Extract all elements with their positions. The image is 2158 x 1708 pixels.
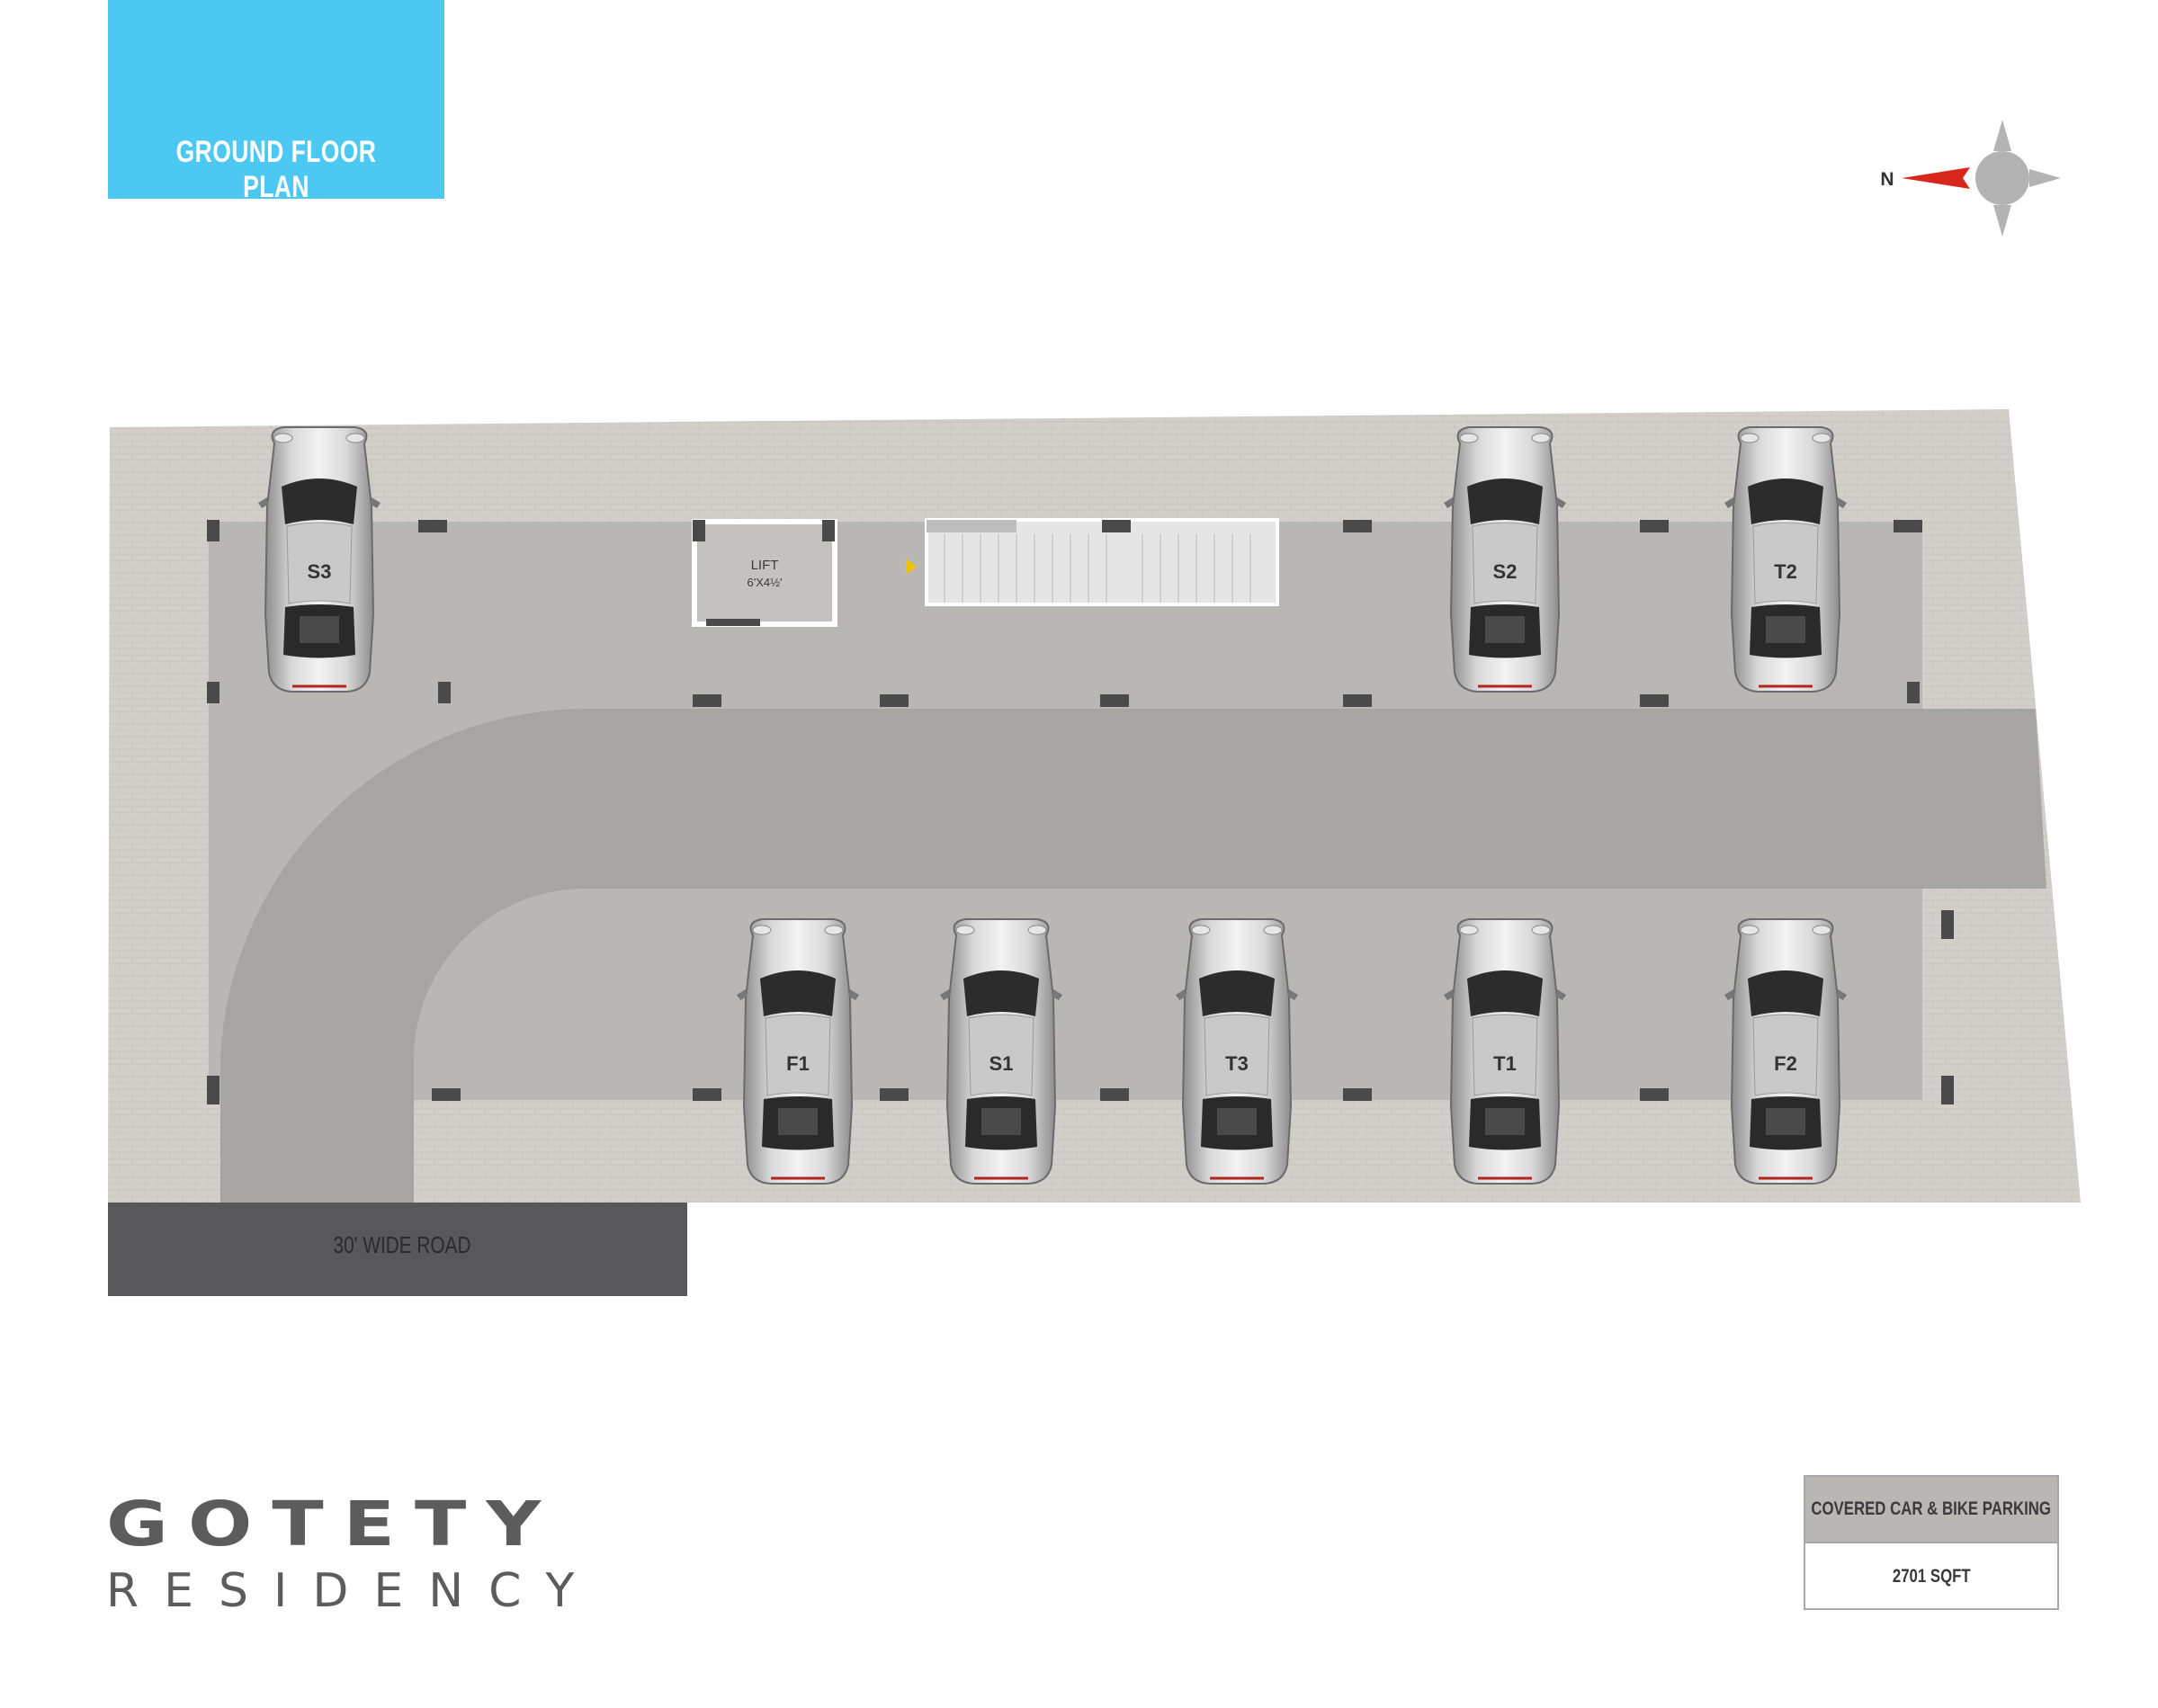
area-info-body: 2701 SQFT [1805, 1543, 2057, 1610]
parking-slot-label: F2 [1774, 1052, 1797, 1075]
compass-icon: N [1880, 120, 2061, 237]
north-label: N [1880, 169, 1894, 190]
parking-slot-label: S2 [1493, 560, 1518, 583]
parking-slot-label: T3 [1225, 1052, 1249, 1075]
parking-slot-label: T1 [1493, 1052, 1517, 1075]
area-info-heading: COVERED CAR & BIKE PARKING [1811, 1498, 2052, 1519]
parking-slot: T3 [1174, 917, 1300, 1185]
parking-slot: S3 [256, 425, 382, 693]
parking-slots: S3 S2 T2 F1 S1 T3 T1 F2 [256, 425, 1849, 1185]
parking-slot: T2 [1723, 425, 1849, 693]
parking-slot: T1 [1442, 917, 1568, 1185]
area-info-box: COVERED CAR & BIKE PARKING 2701 SQFT [1804, 1475, 2059, 1610]
staircase [906, 518, 1279, 606]
lift-label: LIFT [751, 558, 779, 573]
parking-slot: S2 [1442, 425, 1568, 693]
lift: LIFT 6'X4½' [692, 519, 837, 627]
brand-name: GOTETY [106, 1488, 561, 1560]
driveway [220, 708, 2046, 1203]
parking-slot-label: T2 [1774, 560, 1797, 583]
area-value: 2701 SQFT [1892, 1566, 1971, 1587]
road: 30' WIDE ROAD [108, 1203, 687, 1296]
parking-slot: F2 [1723, 917, 1849, 1185]
road-label: 30' WIDE ROAD [334, 1232, 471, 1258]
parking-slot: F1 [735, 917, 861, 1185]
lift-size: 6'X4½' [748, 576, 783, 589]
parking-slot: S1 [938, 917, 1064, 1185]
parking-slot-label: S3 [308, 560, 332, 583]
brand-subtitle: RESIDENCY [106, 1564, 600, 1618]
parking-slot-label: S1 [989, 1052, 1014, 1075]
area-info-header: COVERED CAR & BIKE PARKING [1805, 1477, 2057, 1543]
title-banner: GROUND FLOOR PLAN [108, 0, 444, 204]
parking-slot-label: F1 [786, 1052, 810, 1075]
page-title: GROUND FLOOR PLAN [175, 135, 377, 204]
